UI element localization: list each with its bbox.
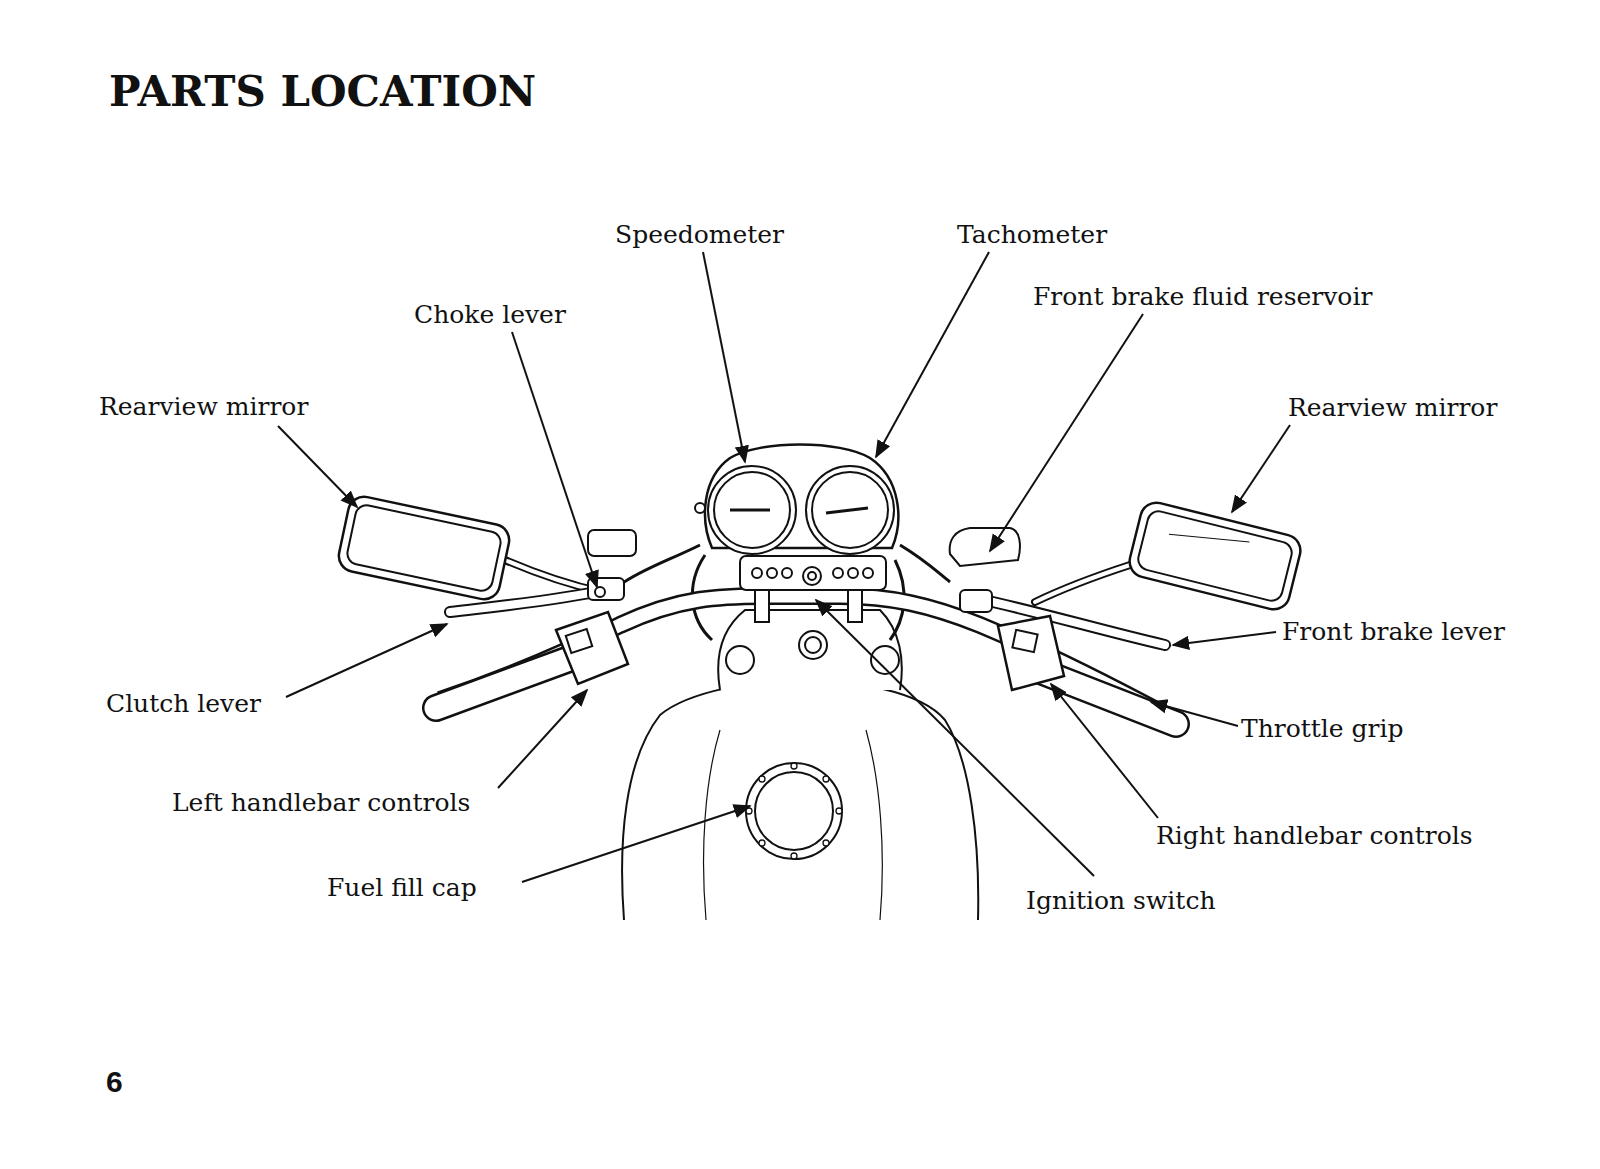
part-label: Rearview mirror — [1288, 393, 1497, 423]
leader-lines — [278, 252, 1290, 882]
part-label: Fuel fill cap — [327, 873, 477, 903]
part-label: Throttle grip — [1241, 714, 1404, 744]
part-label: Clutch lever — [106, 689, 261, 719]
part-label: Rearview mirror — [99, 392, 308, 422]
part-label: Ignition switch — [1026, 886, 1216, 916]
part-label: Front brake lever — [1282, 617, 1505, 647]
part-label: Front brake fluid reservoir — [1033, 282, 1372, 312]
part-label: Choke lever — [414, 300, 566, 330]
page-number: 6 — [106, 1064, 123, 1100]
part-label: Tachometer — [957, 220, 1107, 250]
part-label: Speedometer — [615, 220, 784, 250]
part-label: Right handlebar controls — [1156, 821, 1473, 851]
part-label: Left handlebar controls — [172, 788, 470, 818]
page-title: PARTS LOCATION — [109, 67, 536, 117]
